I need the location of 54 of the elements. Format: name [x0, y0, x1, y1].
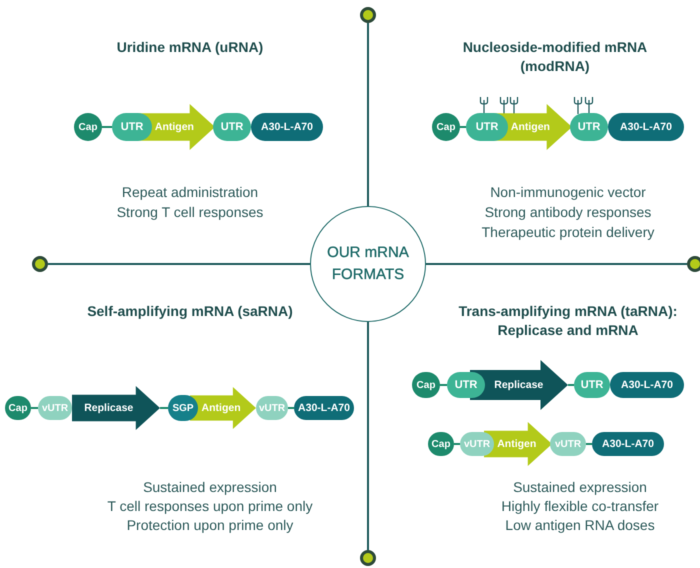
utr-segment: vUTR	[38, 396, 72, 420]
connector-line	[48, 263, 310, 265]
section-title: Self-amplifying mRNA (saRNA)	[86, 302, 294, 321]
feature-text: Sustained expression	[142, 479, 278, 495]
connector-line	[288, 407, 294, 409]
endpoint-dot	[32, 256, 48, 272]
cap-circle: Cap	[412, 372, 440, 398]
poly-a-tail-segment: A30-L-A70	[294, 396, 354, 420]
utr-segment: vUTR	[550, 432, 586, 456]
connector-line	[160, 407, 168, 409]
utr-segment: UTR	[574, 372, 610, 398]
feature-text: Strong antibody responses	[484, 204, 652, 220]
connector-line	[31, 407, 38, 409]
feature-text: Highly flexible co-transfer	[500, 498, 660, 514]
connector-line	[426, 263, 687, 265]
feature-text: Low antigen RNA doses	[504, 517, 656, 533]
feature-text: Protection upon prime only	[126, 517, 294, 533]
feature-text: Non-immunogenic vector	[489, 184, 647, 200]
feature-text: T cell responses upon prime only	[106, 498, 314, 514]
connector-line	[586, 443, 592, 445]
connector-line	[367, 23, 369, 206]
gene-block: Replicase	[72, 386, 160, 430]
cap-circle: Cap	[5, 396, 31, 420]
utr-segment: UTR	[466, 113, 508, 141]
feature-text: Therapeutic protein delivery	[480, 224, 656, 240]
connector-line	[454, 443, 460, 445]
utr-segment: UTR	[213, 113, 251, 141]
endpoint-dot	[360, 7, 376, 23]
section-title: Nucleoside-modified mRNA (modRNA)	[462, 38, 648, 76]
connector-line	[460, 126, 466, 128]
feature-text: Sustained expression	[512, 479, 648, 495]
poly-a-tail-segment: A30-L-A70	[251, 113, 323, 141]
section-title: Trans-amplifying mRNA (taRNA): Replicase and mRNA	[458, 302, 678, 340]
cap-circle: Cap	[428, 432, 454, 456]
endpoint-dot	[360, 550, 376, 566]
feature-text: Repeat administration	[120, 184, 260, 200]
connector-line	[102, 126, 112, 128]
poly-a-tail-segment: A30-L-A70	[610, 372, 684, 398]
connector-line	[440, 384, 447, 386]
poly-a-tail-segment: A30-L-A70	[608, 113, 684, 141]
cap-circle: Cap	[74, 113, 102, 141]
utr-segment: UTR	[112, 113, 152, 141]
cap-circle: Cap	[432, 113, 460, 141]
utr-segment: vUTR	[256, 396, 288, 420]
endpoint-dot	[687, 256, 700, 272]
utr-segment: UTR	[447, 372, 485, 398]
section-title: Uridine mRNA (uRNA)	[116, 38, 264, 57]
feature-text: Strong T cell responses	[116, 204, 264, 220]
connector-line	[568, 384, 574, 386]
utr-segment: UTR	[570, 113, 608, 141]
poly-a-tail-segment: A30-L-A70	[592, 432, 664, 456]
utr-segment: vUTR	[460, 432, 494, 456]
hub-circle: OUR mRNA FORMATS	[310, 206, 426, 322]
connector-line	[367, 322, 369, 550]
